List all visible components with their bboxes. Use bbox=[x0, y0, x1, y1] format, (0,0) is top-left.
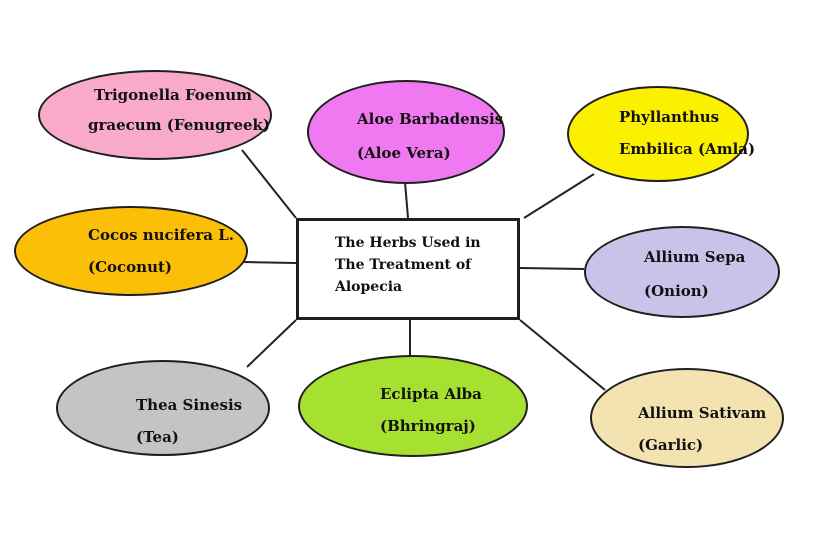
herb-name: Aloe Barbadensis bbox=[357, 110, 504, 128]
herb-node-fenugreek: Trigonella Foenum graecum (Fenugreek) bbox=[38, 70, 272, 160]
connector-fenugreek bbox=[241, 149, 297, 219]
herb-common-name: (Tea) bbox=[136, 428, 179, 446]
center-title-line-1: The Herbs Used in bbox=[335, 235, 481, 251]
herb-node-garlic: Allium Sativam (Garlic) bbox=[590, 368, 784, 468]
herb-name: Cocos nucifera L. bbox=[88, 226, 235, 244]
herb-node-amla: Phyllanthus Embilica (Amla) bbox=[567, 86, 755, 182]
connector-aloe-vera bbox=[404, 181, 409, 219]
connector-coconut bbox=[243, 261, 297, 264]
herb-common-name: Embilica (Amla) bbox=[619, 140, 756, 158]
herb-common-name: (Bhringraj) bbox=[380, 417, 476, 435]
herb-common-name: (Garlic) bbox=[638, 436, 704, 454]
herb-name: Allium Sativam bbox=[638, 404, 767, 422]
herb-name: Eclipta Alba bbox=[380, 385, 482, 403]
connector-onion bbox=[519, 267, 585, 270]
connector-amla bbox=[523, 173, 595, 219]
herb-node-tea: Thea Sinesis (Tea) bbox=[56, 360, 270, 456]
herb-name: Phyllanthus bbox=[619, 108, 720, 126]
herb-node-coconut: Cocos nucifera L. (Coconut) bbox=[14, 206, 248, 296]
herb-node-aloe-vera: Aloe Barbadensis (Aloe Vera) bbox=[307, 80, 505, 184]
herb-common-name: (Aloe Vera) bbox=[357, 144, 451, 162]
center-title-line-3: Alopecia bbox=[335, 279, 403, 295]
herb-node-onion: Allium Sepa (Onion) bbox=[584, 226, 780, 318]
herb-common-name: (Onion) bbox=[644, 282, 709, 300]
herb-name: Trigonella Foenum bbox=[94, 86, 253, 104]
herb-node-bhringraj: Eclipta Alba (Bhringraj) bbox=[298, 355, 528, 457]
connector-garlic bbox=[519, 319, 606, 391]
herb-common-name: graecum (Fenugreek) bbox=[88, 116, 271, 134]
center-topic-box: The Herbs Used in The Treatment of Alope… bbox=[296, 218, 520, 320]
herb-common-name: (Coconut) bbox=[88, 258, 173, 276]
center-title-line-2: The Treatment of bbox=[335, 257, 472, 273]
connector-tea bbox=[246, 319, 297, 368]
herb-name: Thea Sinesis bbox=[136, 396, 243, 414]
herb-name: Allium Sepa bbox=[644, 248, 746, 266]
